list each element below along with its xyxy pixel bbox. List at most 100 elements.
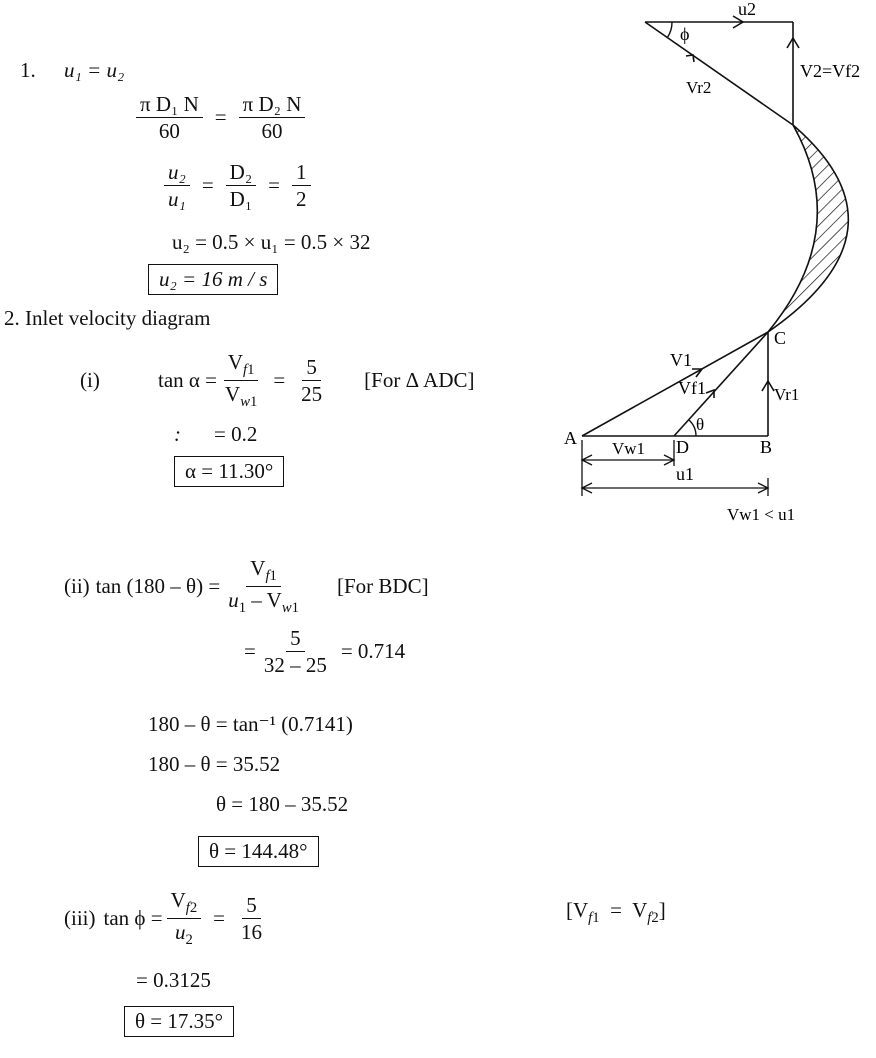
label-u2: u2: [738, 0, 756, 19]
part-i-lhs: tan α =: [158, 368, 218, 393]
part-i-mark: :: [174, 422, 181, 446]
outlet-u2-arrowhead: [732, 15, 745, 29]
denominator: 60: [261, 119, 283, 144]
denominator: Vw1: [225, 382, 258, 411]
fraction: Vf2 u2: [166, 888, 202, 949]
label-b: B: [760, 437, 772, 457]
part-ii-result-box: θ = 144.48°: [198, 836, 319, 867]
label-theta: θ: [696, 415, 704, 434]
denominator: u1 – Vw1: [228, 588, 299, 617]
part-iii-lhs: tan ϕ =: [103, 906, 163, 931]
fraction: D₂ D₁: [225, 160, 257, 212]
label-a: A: [564, 428, 577, 448]
dim-vw1-arrow-right: [663, 454, 676, 466]
label-v1: V1: [670, 350, 692, 370]
part-i-note: [For Δ ADC]: [364, 368, 475, 393]
label-vw1: Vw1: [612, 439, 645, 458]
dim-u1-arrow-right: [757, 482, 770, 494]
label-v2: V2=Vf2: [800, 61, 860, 81]
step1-result-box: u₂ = 16 m / s: [148, 264, 279, 295]
numerator: π D₁ N: [136, 92, 203, 119]
label-phi: ϕ: [680, 24, 689, 44]
numerator: π D₂ N: [238, 92, 306, 119]
fraction: 5 32 – 25: [260, 626, 331, 677]
part-iii-note: [Vf1 = Vf2]: [566, 898, 666, 927]
part-iii-result-box: θ = 17.35°: [124, 1006, 235, 1037]
outlet-vr2-arrowhead: [685, 54, 695, 63]
part-i-equation: tan α = Vf1 Vw1 = 5 25 [For Δ ADC]: [158, 350, 475, 411]
fraction: π D₁ N 60: [136, 92, 203, 143]
numerator: Vf2: [166, 888, 202, 920]
label-c: C: [774, 328, 786, 348]
part-ii-equation: (ii) tan (180 – θ) = Vf1 u1 – Vw1 [For B…: [64, 556, 429, 617]
inlet-vf1-arrowhead: [705, 388, 715, 398]
label-d: D: [676, 437, 689, 457]
inlet-vf1-line: [673, 331, 769, 437]
dim-vw1-arrow-left: [580, 454, 593, 466]
denominator: 16: [241, 920, 263, 945]
step1-pi-equation: π D₁ N 60 = π D₂ N 60: [132, 92, 309, 143]
numerator: D₂: [225, 160, 257, 187]
part-iii-equation: (iii) tan ϕ = Vf2 u2 = 5 16: [64, 888, 270, 949]
part-iii-label: (iii): [64, 906, 96, 931]
part-ii-line2: 180 – θ = 35.52: [148, 752, 281, 776]
numerator: 5: [286, 626, 305, 653]
fraction: Vf1 u1 – Vw1: [224, 556, 303, 617]
part-ii-fraction-line: = 5 32 – 25 = 0.714: [244, 626, 406, 678]
blade-shape: [767, 124, 850, 333]
step1-ratio-equation: u₂ u₁ = D₂ D₁ = 1 2: [160, 160, 315, 211]
numerator: 1: [292, 160, 311, 187]
outlet-vr2-line: [644, 21, 794, 126]
theta-arc: [688, 419, 697, 437]
fraction: 1 2: [292, 160, 311, 211]
fraction: Vf1 Vw1: [221, 350, 261, 411]
step1-number: 1.: [20, 58, 36, 82]
inlet-v1-arrowhead: [692, 368, 704, 378]
denominator: D₁: [229, 187, 253, 212]
result-text: θ = 144.48°: [209, 839, 308, 863]
part-ii-lhs: tan (180 – θ) =: [95, 574, 221, 599]
part-ii-line1: 180 – θ = tan⁻¹ (0.7141): [148, 712, 353, 736]
part-i-label: (i): [80, 368, 100, 392]
fraction: 5 25: [297, 355, 326, 406]
part-ii-line3: θ = 180 – 35.52: [216, 792, 349, 816]
denominator: 2: [296, 187, 307, 212]
denominator: u₁: [168, 187, 186, 212]
dim-u1-arrow-left: [580, 482, 593, 494]
label-vf1: Vf1: [678, 378, 706, 398]
step1-u2-calc: u₂ = 0.5 × u₁ = 0.5 × 32: [172, 230, 371, 254]
fraction: 5 16: [237, 893, 266, 944]
fraction: u₂ u₁: [164, 160, 190, 211]
numerator: Vf1: [246, 556, 281, 588]
step1-main-eq: u₁ = u₂: [64, 58, 124, 83]
denominator: u2: [174, 920, 193, 949]
result-text: α = 11.30°: [185, 459, 274, 483]
numerator: Vf1: [223, 350, 259, 382]
outlet-v2-arrowhead: [786, 36, 800, 49]
part-ii-label: (ii): [64, 574, 90, 599]
label-vr2: Vr2: [686, 78, 711, 97]
label-u1: u1: [676, 464, 694, 484]
denominator: 32 – 25: [263, 653, 327, 678]
step2-heading: 2. Inlet velocity diagram: [4, 306, 211, 330]
numerator: u₂: [164, 160, 190, 187]
numerator: 5: [302, 355, 321, 382]
denominator: 25: [301, 382, 323, 407]
fraction: π D₂ N 60: [238, 92, 306, 144]
part-ii-value: = 0.714: [340, 639, 406, 664]
velocity-diagram: u2 ϕ V2=Vf2 Vr2 C V1 Vf1 Vr1 θ A D B Vw1…: [564, 0, 860, 524]
part-i-value: = 0.2: [214, 422, 258, 446]
label-vr1: Vr1: [774, 385, 799, 404]
label-condition: Vw1 < u1: [727, 505, 795, 524]
inlet-v1-line: [581, 331, 769, 437]
part-iii-value: = 0.3125: [136, 968, 211, 992]
numerator: 5: [242, 893, 261, 920]
part-ii-note: [For BDC]: [336, 574, 429, 599]
eq-text: u₁ = u₂: [64, 58, 125, 82]
inlet-vr1-arrowhead: [761, 379, 775, 392]
result-text: θ = 17.35°: [135, 1009, 224, 1033]
part-i-result-box: α = 11.30°: [174, 456, 285, 487]
phi-arc: [666, 21, 673, 39]
result-text: u₂ = 16 m / s: [159, 267, 268, 291]
denominator: 60: [158, 119, 180, 144]
